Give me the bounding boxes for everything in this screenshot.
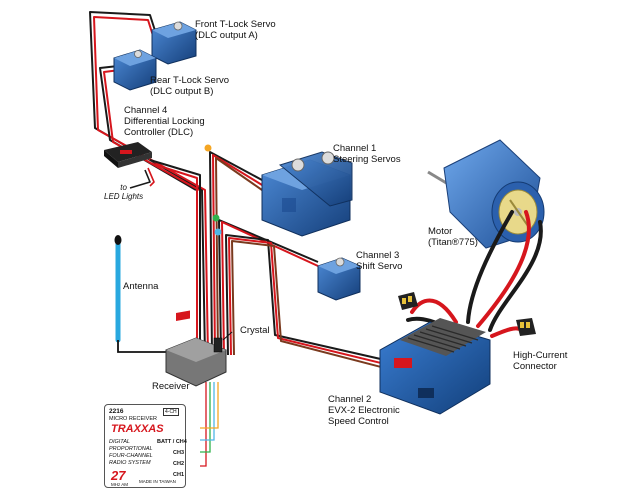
dlc-label-line2: Differential Locking: [124, 116, 205, 127]
receiver-label: Receiver: [152, 381, 190, 392]
receiver-card-made-in: MADE IN TAIWAN: [139, 479, 176, 484]
led-label-line1: to: [120, 183, 127, 192]
crystal: [213, 331, 233, 353]
receiver-card-desc-1: DIGITAL: [109, 439, 130, 445]
front-tlock-servo: [151, 21, 197, 65]
receiver-card-desc-2: PROPORTIONAL: [109, 446, 153, 452]
receiver-lead-wires: [200, 382, 219, 467]
receiver-card-subtitle: MICRO RECEIVER: [109, 416, 157, 422]
ch2-marker: [214, 228, 222, 236]
steering-label-line1: Channel 1: [333, 143, 377, 154]
receiver-card-desc-4: RADIO SYSTEM: [109, 460, 151, 466]
esc-label-line3: Speed Control: [328, 416, 389, 427]
receiver-card-model: 2216: [109, 408, 124, 415]
esc-label-line2: EVX-2 Electronic: [328, 405, 400, 416]
antenna-label: Antenna: [123, 281, 159, 292]
shift-label-line1: Channel 3: [356, 250, 400, 261]
rear-servo-label-line2: (DLC output B): [150, 86, 214, 97]
steering-servos: [261, 151, 353, 237]
rear-servo-label: Rear T-Lock Servo (DLC output B): [150, 75, 229, 97]
battery-connector: [398, 292, 418, 310]
receiver-card-desc-3: FOUR-CHANNEL: [109, 453, 153, 459]
shift-label: Channel 3 Shift Servo: [356, 250, 402, 272]
high-current-connector: [516, 318, 536, 336]
motor-wires: [466, 210, 543, 332]
receiver-card-brand: TRAXXAS: [111, 423, 164, 435]
high-current-label: High-Current Connector: [513, 350, 567, 372]
rear-tlock-servo: [113, 49, 157, 91]
shift-servo: [317, 257, 361, 301]
front-servo-label-line1: Front T-Lock Servo: [195, 19, 276, 30]
dlc-label-line3: Controller (DLC): [124, 127, 194, 138]
motor-label-line1: Motor: [428, 226, 453, 237]
front-servo-label-line2: (DLC output A): [195, 30, 258, 41]
receiver-card-port-ch3: CH3: [173, 450, 185, 456]
receiver-card-port-batt: BATT / CH4: [157, 439, 187, 445]
motor-label: Motor (Titan®775): [428, 226, 478, 248]
motor-label-line2: (Titan®775): [428, 237, 478, 248]
steering-label-line2: Steering Servos: [333, 154, 401, 165]
steering-label: Channel 1 Steering Servos: [333, 143, 401, 165]
dlc-label: Channel 4 Differential Locking Controlle…: [124, 105, 205, 138]
receiver-card-badge: 4-CH: [163, 408, 179, 416]
dlc-label-line1: Channel 4: [124, 105, 168, 116]
shift-label-line2: Shift Servo: [356, 261, 403, 272]
receiver-card-band: 27: [111, 468, 126, 483]
receiver-card-port-ch2: CH2: [173, 461, 185, 467]
led-label-line2: LED Lights: [104, 192, 144, 201]
antenna: [114, 235, 178, 353]
receiver: [165, 310, 227, 387]
crystal-label: Crystal: [240, 325, 270, 336]
servo-wires: [89, 11, 386, 369]
ch3-marker: [212, 214, 220, 222]
receiver-card: 2216 4-CH MICRO RECEIVER TRAXXAS DIGITAL…: [104, 404, 187, 488]
dlc-module: [104, 142, 152, 168]
rear-servo-label-line1: Rear T-Lock Servo: [150, 75, 230, 86]
receiver-card-band-unit: MHz AM: [111, 482, 129, 487]
esc: [379, 318, 491, 415]
motor: [427, 139, 545, 249]
receiver-card-port-ch1: CH1: [173, 472, 185, 478]
esc-label-line1: Channel 2: [328, 394, 372, 405]
led-label: to LED Lights: [104, 183, 143, 201]
front-servo-label: Front T-Lock Servo (DLC output A): [195, 19, 276, 41]
ch1-marker: [204, 144, 212, 152]
high-current-label-line2: Connector: [513, 361, 557, 372]
high-current-label-line1: High-Current: [513, 350, 568, 361]
esc-label: Channel 2 EVX-2 Electronic Speed Control: [328, 394, 400, 427]
